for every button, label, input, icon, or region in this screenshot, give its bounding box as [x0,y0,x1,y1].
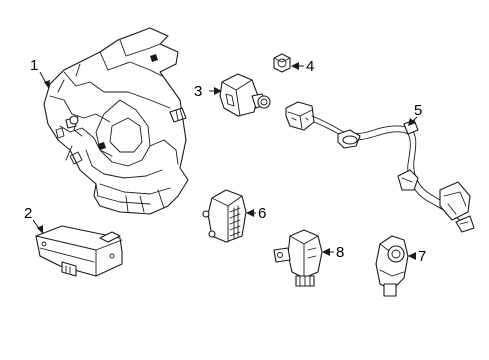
callout-labels: 1 2 3 4 5 6 7 8 [24,57,426,265]
part-3-impact-sensor [219,73,271,117]
callout-4: 4 [306,58,314,75]
callout-2: 2 [24,205,32,222]
arrow-5 [408,118,416,126]
callout-6: 6 [258,205,266,222]
callout-7: 7 [418,248,426,265]
part-5-wiring-harness [285,101,475,233]
part-4-nut [273,53,291,73]
part-1-clock-spring-assembly [43,27,189,215]
arrow-7 [408,252,416,260]
arrow-3 [214,87,222,95]
part-8-sensor [273,229,323,287]
arrow-4 [291,62,299,70]
arrow-1 [44,80,50,89]
callout-3: 3 [194,83,202,100]
arrow-2 [37,225,43,234]
callout-1: 1 [30,57,38,74]
leader-lines [32,62,418,260]
part-7-side-sensor [375,235,409,297]
arrow-6 [246,209,254,217]
callout-5: 5 [414,102,422,119]
arrow-8 [322,248,330,256]
callout-8: 8 [336,244,344,261]
part-6-sensor [202,189,247,243]
part-2-control-module [35,225,123,277]
